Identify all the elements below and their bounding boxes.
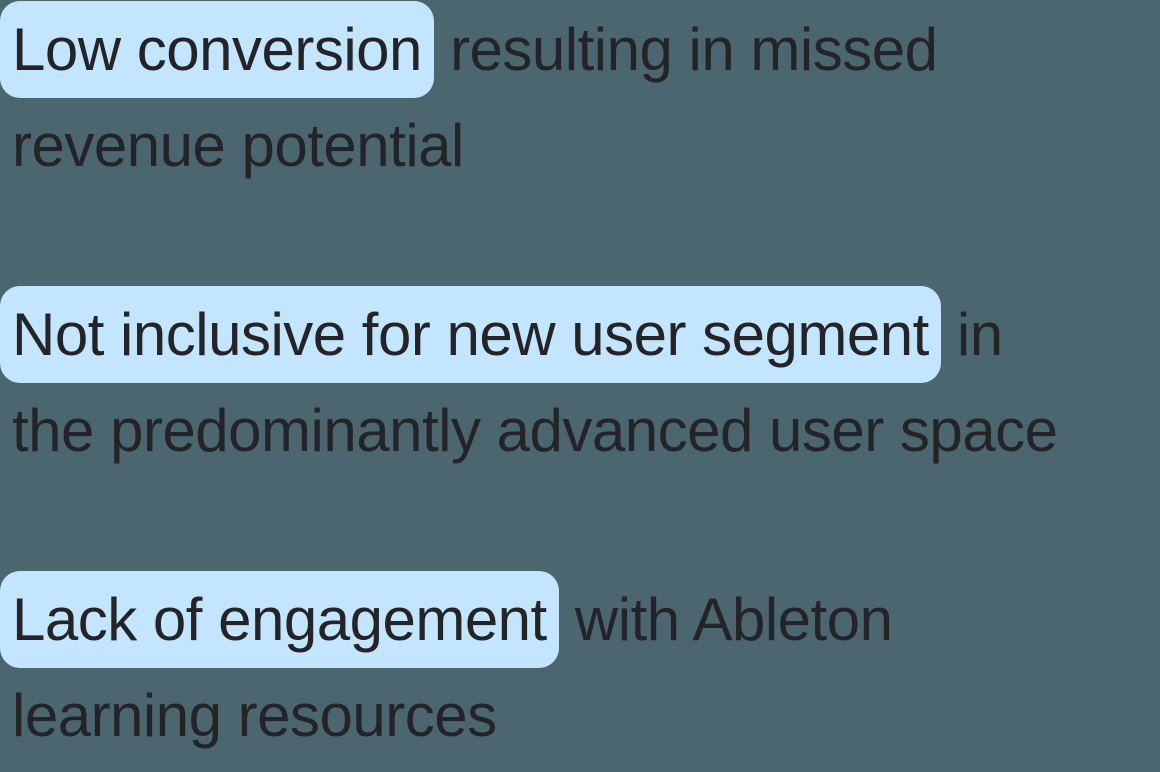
pain-point-text: resulting in missed <box>433 16 938 83</box>
pain-point-line-2: revenue potential <box>12 112 464 179</box>
pain-point-text: in <box>940 301 1003 368</box>
pain-point-line-2: the predominantly advanced user space <box>12 397 1058 464</box>
highlight-mark: Not inclusive for new user segment <box>0 286 941 383</box>
pain-point-line-2: learning resources <box>12 682 497 749</box>
highlight-mark: Low conversion <box>0 1 434 98</box>
pain-point-line-1: Low conversion resulting in missed <box>0 1 1160 98</box>
highlight-mark: Lack of engagement <box>0 571 559 668</box>
pain-point-line-1: Not inclusive for new user segment in <box>0 286 1160 383</box>
pain-point-low-conversion: Low conversion resulting in missed reven… <box>0 1 1160 194</box>
pain-point-line-1: Lack of engagement with Ableton <box>0 571 1160 668</box>
pain-point-not-inclusive: Not inclusive for new user segment in th… <box>0 286 1160 479</box>
pain-point-text: with Ableton <box>558 586 893 653</box>
pain-point-lack-of-engagement: Lack of engagement with Ableton learning… <box>0 571 1160 764</box>
